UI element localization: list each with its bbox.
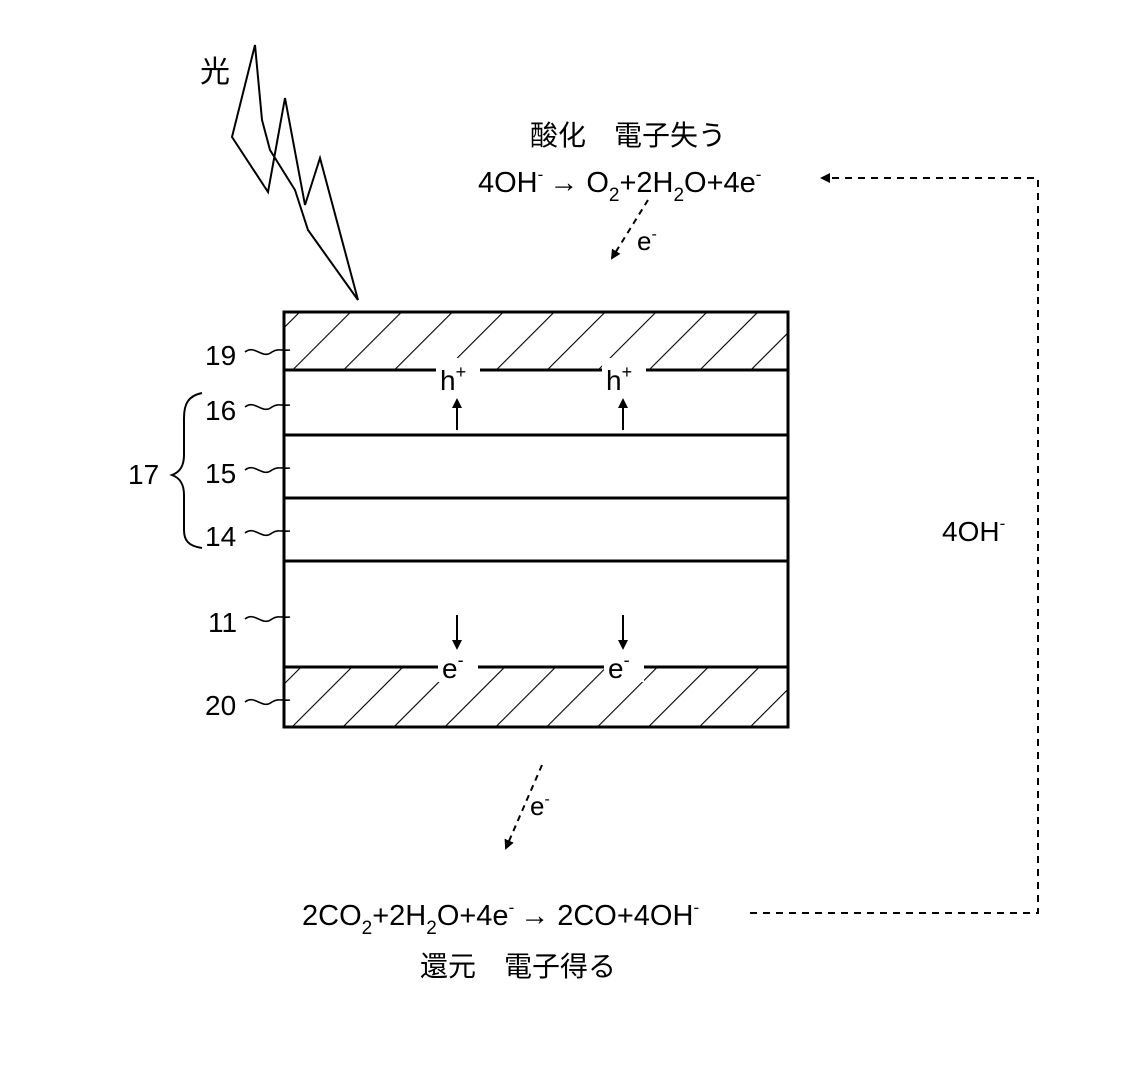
layer-15 [284, 435, 788, 498]
label-19: 19 [205, 340, 236, 371]
group-17-brace [172, 393, 202, 548]
layer-14 [284, 498, 788, 561]
label-15: 15 [205, 458, 236, 489]
reduction-equation: 2CO2+2H2O+4e-→2CO+4OH- [302, 898, 699, 939]
oxidation-equation: 4OH-→O2+2H2O+4e- [478, 165, 761, 206]
label-17: 17 [128, 459, 159, 490]
layer-20-electrode [284, 667, 788, 727]
label-11: 11 [208, 607, 237, 638]
electron-label-top: e- [637, 226, 657, 256]
light-label: 光 [200, 55, 230, 90]
hydroxide-side-label: 4OH- [942, 514, 1005, 547]
oxidation-heading: 酸化 電子失う [530, 119, 726, 152]
label-14: 14 [205, 521, 236, 552]
layer-11 [284, 561, 788, 667]
reduction-heading: 還元 電子得る [420, 950, 616, 983]
light-bolt-icon [232, 45, 358, 300]
layer-16 [284, 370, 788, 435]
electron-label-bottom: e- [530, 791, 550, 821]
label-20: 20 [205, 690, 236, 721]
layer-19-electrode [284, 312, 788, 370]
label-16: 16 [205, 395, 236, 426]
